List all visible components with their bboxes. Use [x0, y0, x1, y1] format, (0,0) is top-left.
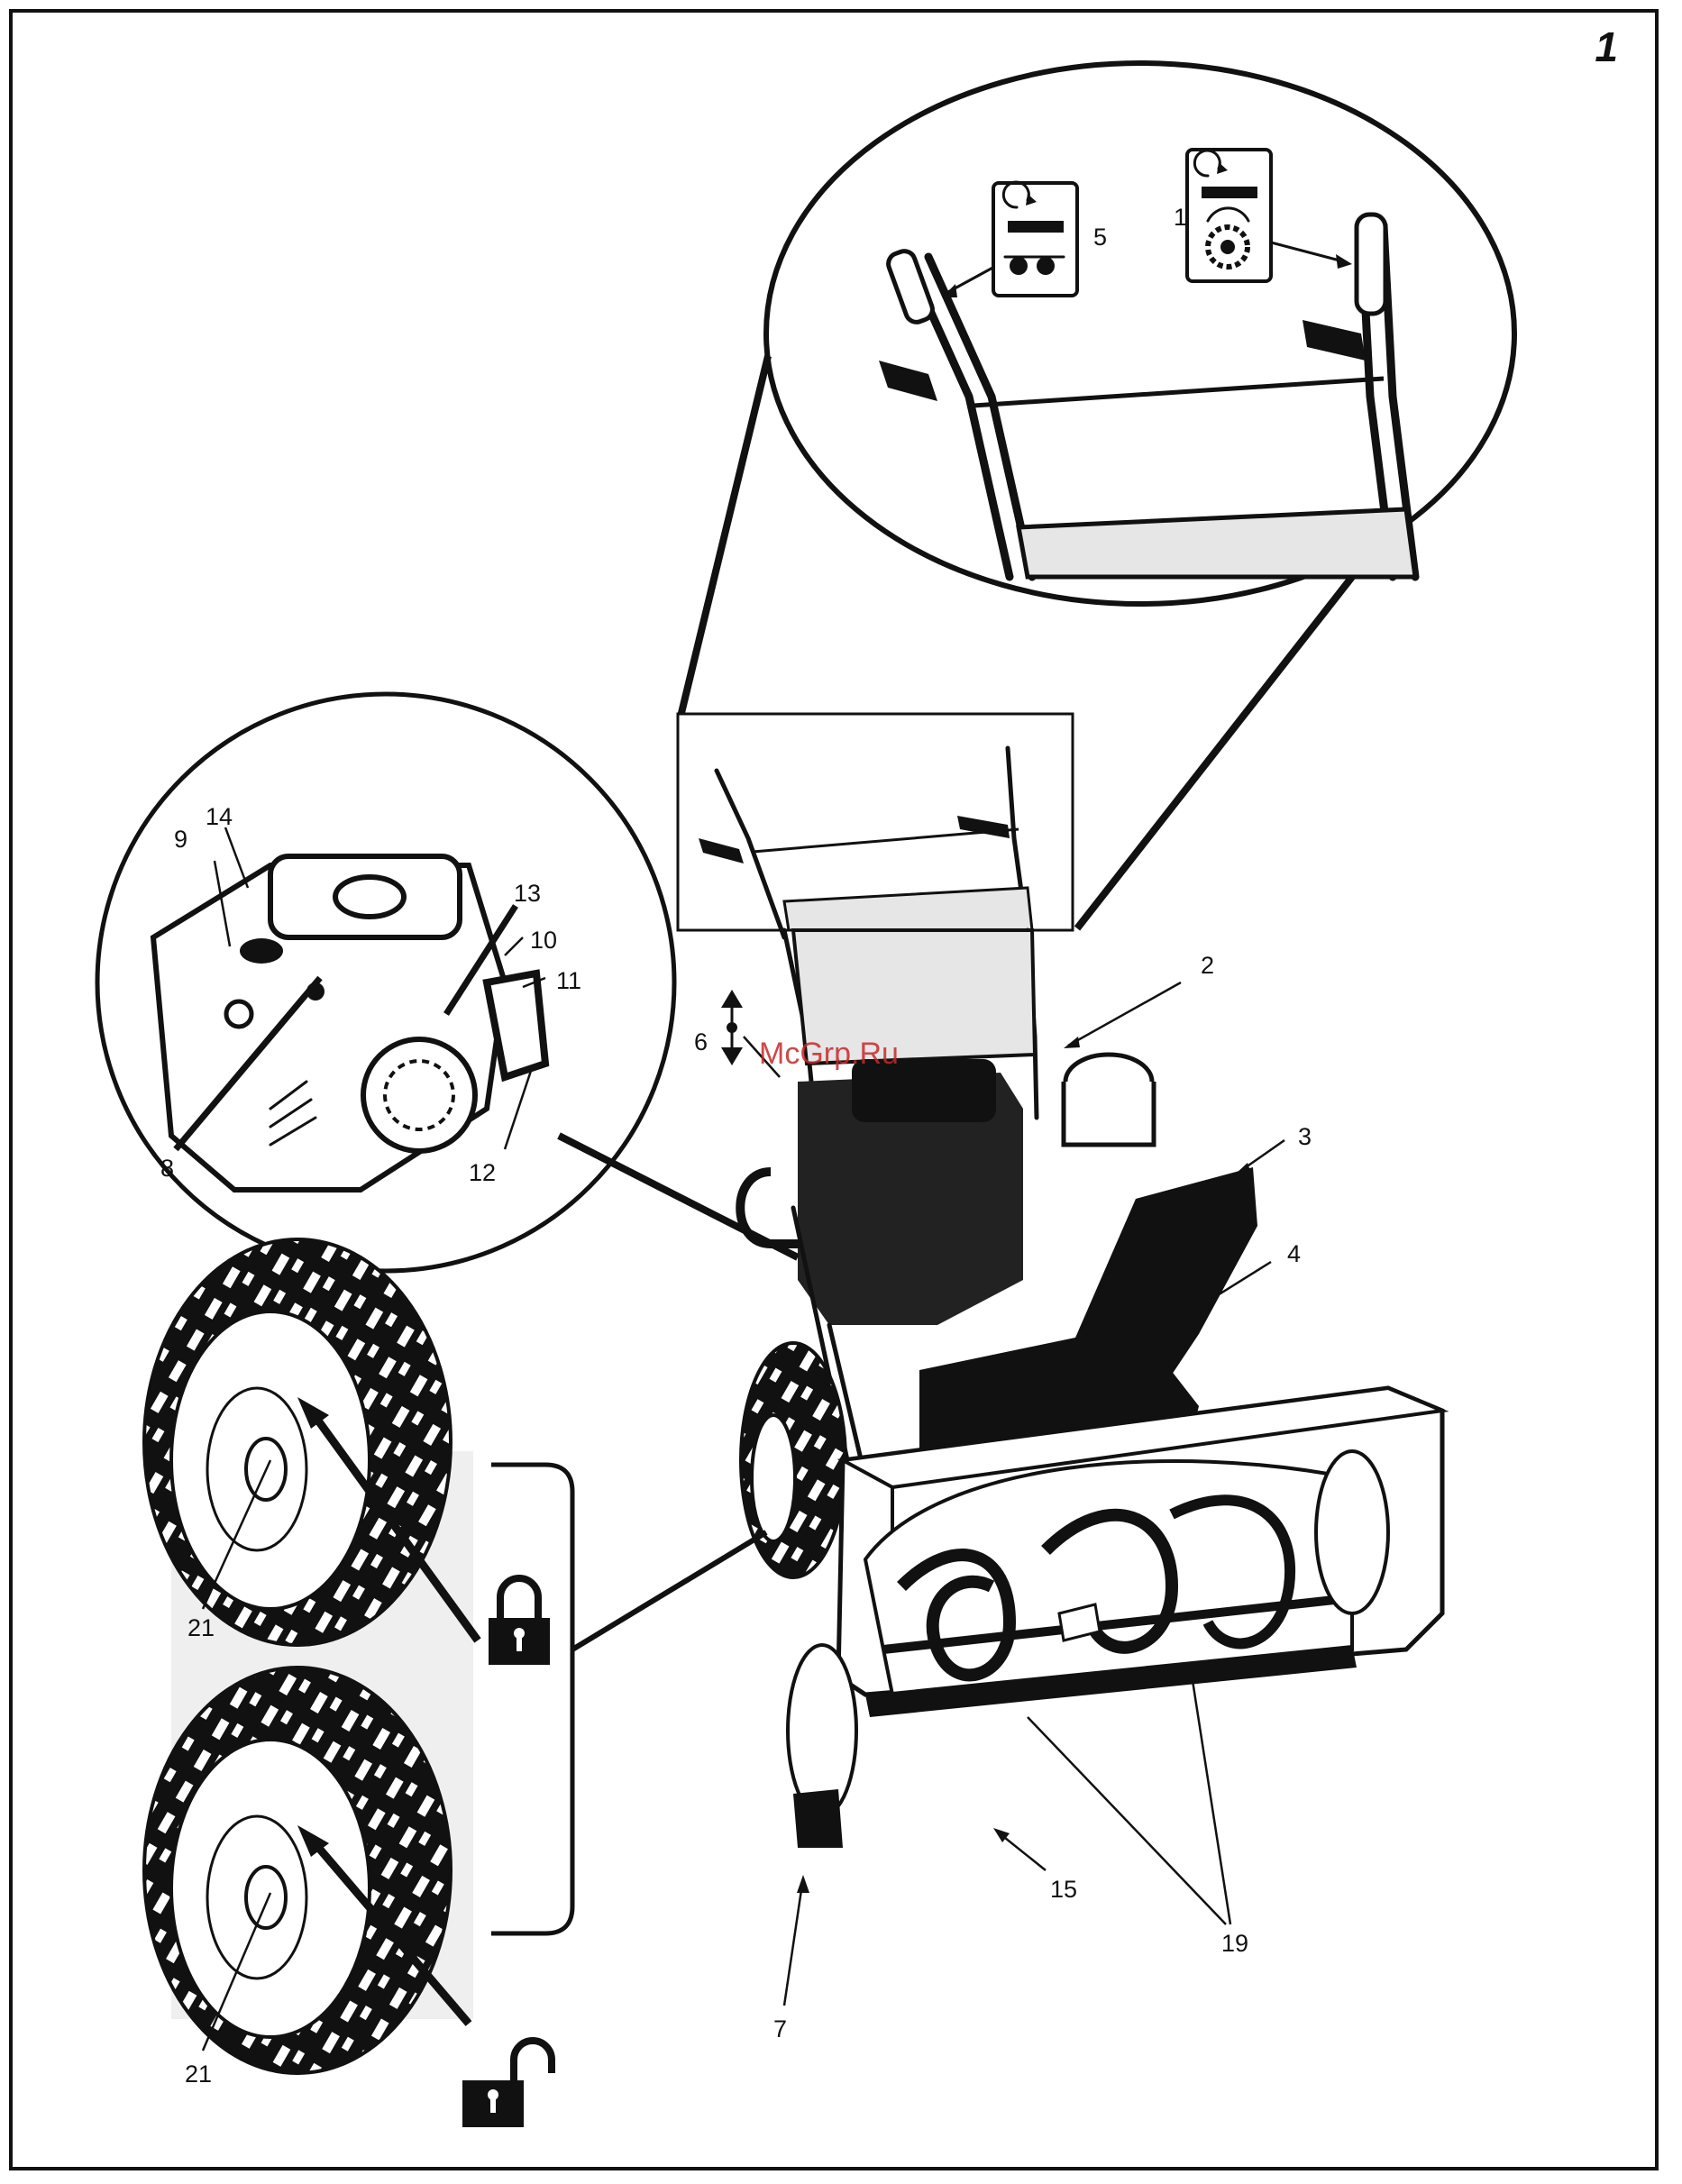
- callout-15: 15: [1050, 1876, 1077, 1903]
- callout-21-unlocked: 21: [185, 2061, 212, 2088]
- unlock-icon: [462, 2041, 552, 2127]
- callout-21-locked: 21: [187, 1614, 215, 1641]
- drive-control-icon: [993, 182, 1077, 296]
- callout-13: 13: [514, 880, 541, 907]
- callout-5: 5: [1093, 224, 1107, 251]
- callout-10: 10: [530, 927, 557, 954]
- callout-6: 6: [694, 1028, 708, 1055]
- callout-7: 7: [773, 2015, 787, 2042]
- handle-reference-box: [678, 714, 1073, 937]
- callout-4: 4: [1287, 1240, 1301, 1267]
- auger-control-icon: [1187, 150, 1271, 281]
- callout-2: 2: [1201, 952, 1214, 979]
- wheel-lock-detail: [144, 1239, 766, 2073]
- lock-icon: [489, 1578, 550, 1665]
- callout-12: 12: [469, 1159, 496, 1186]
- callout-1: 1: [1174, 204, 1187, 231]
- watermark: McGrp.Ru: [759, 1037, 899, 1071]
- callout-3: 3: [1298, 1123, 1312, 1150]
- callout-11: 11: [556, 967, 581, 994]
- callout-19: 19: [1221, 1930, 1248, 1957]
- figure-number: 1: [1595, 23, 1618, 70]
- callout-14: 14: [206, 803, 233, 830]
- callout-8: 8: [160, 1155, 174, 1182]
- callout-9: 9: [174, 826, 187, 853]
